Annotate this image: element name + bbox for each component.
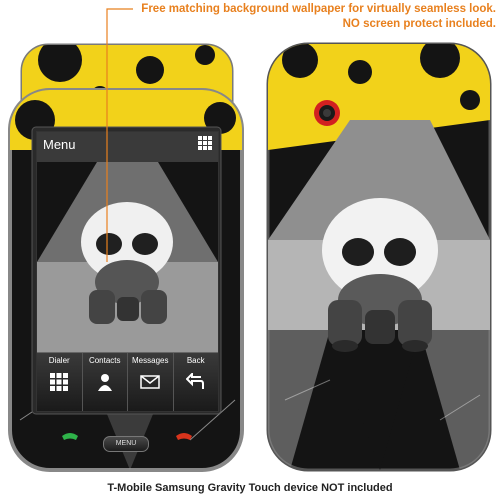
end-call-key[interactable] (176, 433, 192, 440)
phone-screen: Menu Dialer Contacts (36, 131, 219, 412)
softkey-label: Messages (132, 356, 169, 365)
softkey-label: Back (186, 356, 205, 365)
promo-line-no-protector: NO screen protect included. (342, 18, 496, 30)
softkey-contacts[interactable]: Contacts (83, 353, 128, 411)
softkey-messages[interactable]: Messages (128, 353, 174, 411)
back-arrow-icon (185, 371, 207, 393)
footer-disclaimer: T-Mobile Samsung Gravity Touch device NO… (107, 482, 393, 494)
softkey-back[interactable]: Back (174, 353, 219, 411)
softkey-dialer[interactable]: Dialer (37, 353, 83, 411)
softkey-bar: Dialer Contacts (37, 352, 218, 411)
screen-title: Menu (43, 137, 76, 152)
camera-lens-icon (314, 100, 340, 126)
dialpad-icon (48, 371, 70, 393)
promo-line-wallpaper: Free matching background wallpaper for v… (141, 3, 496, 15)
menu-grid-icon[interactable] (198, 136, 212, 150)
promo-text: Free matching background wallpaper for v… (134, 2, 496, 32)
envelope-icon (139, 371, 161, 393)
menu-hardware-button[interactable]: MENU (103, 436, 149, 452)
contacts-icon (94, 371, 116, 393)
softkey-label: Dialer (48, 356, 70, 365)
call-key[interactable] (62, 433, 78, 440)
softkey-label: Contacts (88, 356, 121, 365)
